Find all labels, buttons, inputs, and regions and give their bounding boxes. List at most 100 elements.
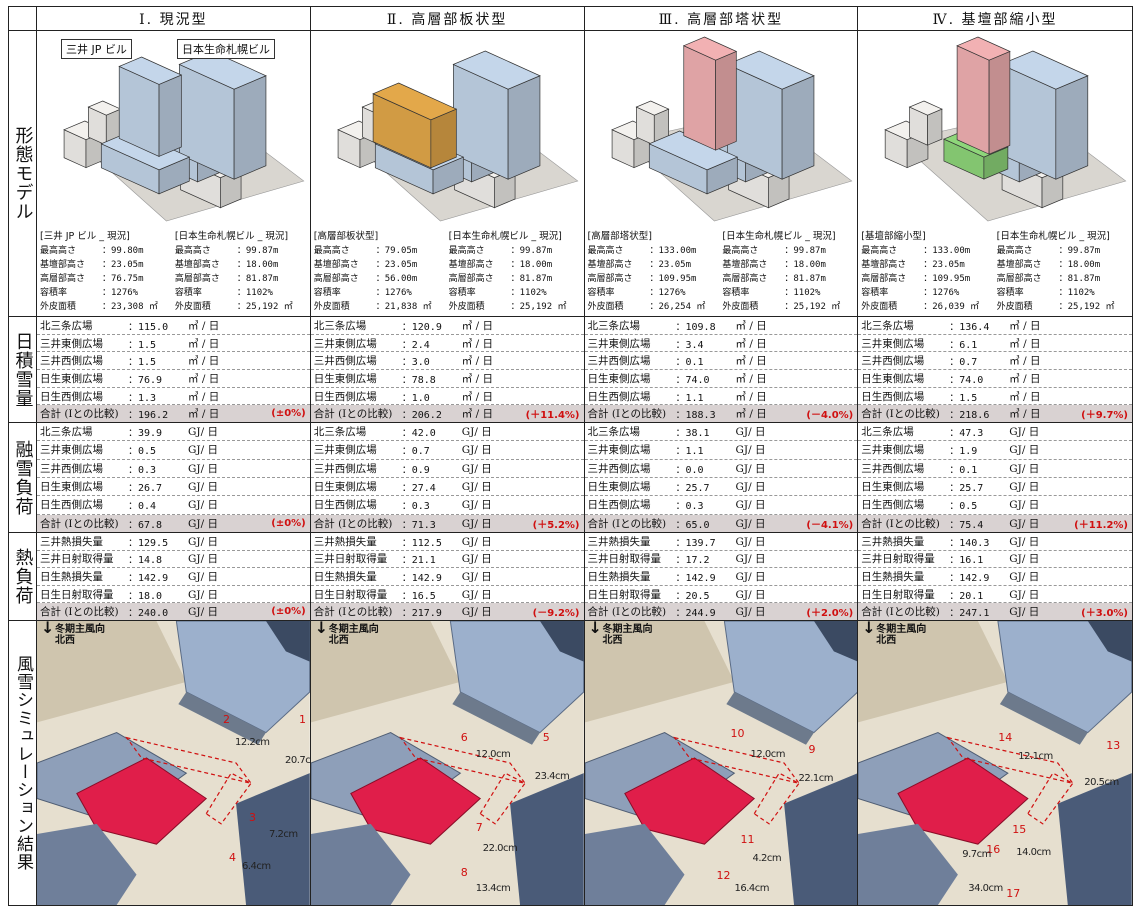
row-label-melt: 融雪負荷	[9, 423, 37, 533]
row-value: ：20.1	[949, 590, 984, 602]
row-unit: GJ/ 日	[1009, 535, 1040, 548]
total-unit: GJ/ 日	[461, 606, 492, 619]
box-face-top	[452, 50, 541, 90]
box-face-front	[682, 45, 716, 151]
spec-value: ：76.75m	[102, 274, 144, 284]
total-unit: ㎥ / 日	[735, 408, 767, 421]
snow-depth-label: 20.5cm	[1084, 777, 1119, 788]
total-unit: GJ/ 日	[735, 517, 766, 530]
row-value: ：142.9	[949, 572, 990, 584]
row-value: ：38.1	[675, 428, 710, 440]
model-3d-view	[610, 36, 852, 222]
spec-row: 高層部高さ：81.87m	[175, 272, 310, 286]
row-value: ：18.0	[128, 590, 163, 602]
small-block	[634, 100, 669, 146]
spec-title: [日本生命札幌ビル _ 現況]	[174, 231, 289, 242]
total-label: 合計 (Ⅰとの比較)	[587, 517, 667, 530]
row-name: 三井東側広場	[40, 337, 103, 350]
spec-value: ：18.00m	[784, 260, 826, 270]
small-block	[87, 100, 122, 146]
terrain-patch	[310, 621, 461, 723]
total-change-badge: (－4.0%)	[806, 410, 854, 422]
wind-label-line: 冬期主風向	[55, 624, 105, 635]
box-face-top	[371, 82, 457, 121]
row-unit: GJ/ 日	[735, 499, 766, 512]
spec-key: 基壇部高さ	[313, 260, 359, 270]
row-value: ：115.0	[128, 321, 169, 333]
row-unit: GJ/ 日	[1009, 588, 1040, 601]
row-unit: GJ/ 日	[461, 535, 492, 548]
measure-zone-south	[752, 772, 800, 825]
row-value: ：74.0	[675, 374, 710, 386]
row-name: 三井東側広場	[313, 337, 377, 350]
spec-value: ：23.05m	[375, 260, 418, 270]
spec-key: 高層部高さ	[448, 274, 494, 284]
model-building-s	[858, 823, 959, 905]
total-value: ：247.1	[949, 608, 990, 620]
wind-label-line: 冬期主風向	[328, 624, 379, 635]
total-unit: GJ/ 日	[461, 517, 492, 530]
spec-row: 最高高さ：99.87m	[997, 244, 1132, 258]
spec-key: 容積率	[313, 288, 341, 298]
spec-value: ：18.00m	[510, 260, 553, 270]
spec-value: ：1102%	[236, 288, 273, 298]
table-row: 日生日射取得量 ：20.1 GJ/ 日	[858, 586, 1132, 604]
arrow-down-icon: ↓	[588, 621, 602, 637]
model-building-s	[310, 823, 411, 905]
table-grid: Ⅰ. 現況型 Ⅱ. 高層部板状型 Ⅲ. 高層部塔状型 Ⅳ. 基壇部縮小型 形態モ…	[9, 7, 1132, 905]
row-name: 北三条広場	[861, 319, 914, 332]
total-change-badge: (＋3.0%)	[1081, 608, 1128, 620]
row-name: 日生日射取得量	[313, 588, 388, 601]
spec-key: 外皮面積	[587, 302, 624, 312]
row-unit: GJ/ 日	[461, 444, 492, 457]
total-value: ：206.2	[401, 410, 442, 422]
row-value: ：26.7	[128, 483, 163, 495]
row-value: ：139.7	[675, 537, 716, 549]
row-unit: GJ/ 日	[461, 481, 492, 494]
box-face-side	[988, 50, 1011, 155]
row-value: ：0.9	[401, 464, 430, 476]
total-label: 合計 (Ⅰとの比較)	[587, 408, 667, 421]
total-value: ：67.8	[128, 519, 163, 531]
row-value: ：1.5	[128, 339, 157, 351]
spec-row: 外皮面積：25,192 ㎡	[722, 300, 857, 314]
row-value: ：1.1	[675, 446, 704, 458]
row-name: 日生日射取得量	[861, 588, 935, 601]
total-change-badge: (±0%)	[271, 517, 306, 529]
row-value: ：0.4	[128, 501, 157, 513]
total-label: 合計 (Ⅰとの比較)	[40, 517, 119, 530]
spec-value: ：26,254 ㎡	[649, 302, 706, 312]
row-value: ：142.9	[401, 572, 442, 584]
model-building-corner	[1088, 621, 1132, 662]
row-name: 日生西側広場	[861, 499, 925, 512]
snow-depth-label: 13.4cm	[475, 883, 511, 894]
row-unit: GJ/ 日	[1009, 499, 1040, 512]
spec-value: ：81.87m	[784, 274, 826, 284]
snow-depth-label: 22.0cm	[482, 843, 518, 854]
spec-title: [日本生命札幌ビル _ 現況]	[448, 231, 562, 242]
row-name: 北三条広場	[40, 426, 93, 439]
spec-title: [日本生命札幌ビル _ 現況]	[996, 231, 1110, 242]
measure-point-number: 9	[808, 743, 816, 756]
spec-key: 外皮面積	[174, 302, 211, 312]
row-name: 三井西側広場	[587, 355, 651, 368]
spec-row: 容積率：1102%	[722, 286, 857, 300]
row-name: 三井西側広場	[587, 462, 651, 475]
